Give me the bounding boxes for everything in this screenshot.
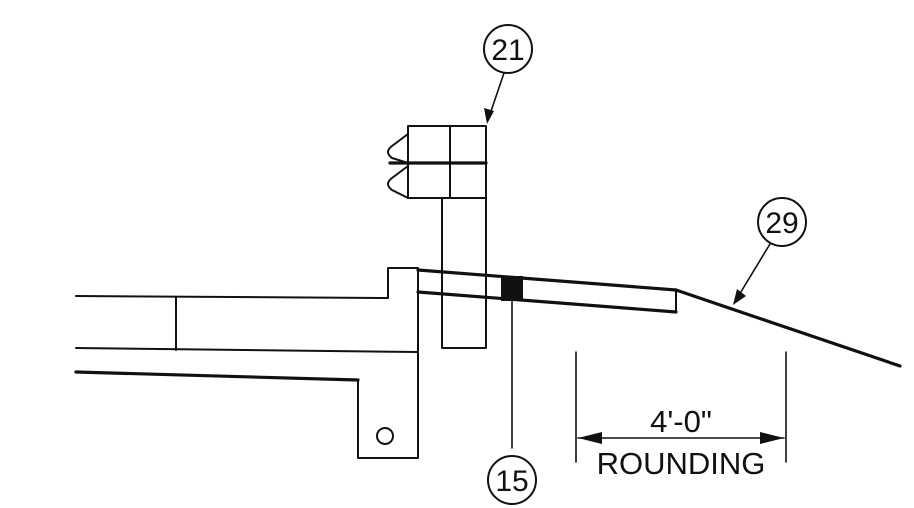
spacer-block <box>501 276 523 301</box>
callout-29: 29 <box>733 197 807 305</box>
roadway-lines <box>74 295 419 382</box>
callout-29-arrowhead <box>733 289 746 305</box>
sloped-rail <box>416 268 678 449</box>
slope-line <box>674 288 902 368</box>
dim-arrow-right <box>760 432 784 444</box>
dim-arrow-left <box>578 432 602 444</box>
callout-21-label: 21 <box>491 34 524 67</box>
callout-21: 21 <box>483 24 533 124</box>
rounding-dimension: 4'-0" ROUNDING <box>575 351 787 481</box>
callout-15-label: 15 <box>495 465 528 498</box>
callout-29-label: 29 <box>765 207 798 240</box>
callout-21-arrowhead <box>484 108 494 124</box>
barrier-block <box>357 267 419 459</box>
dimension-label: ROUNDING <box>597 446 766 481</box>
post-assembly <box>387 125 488 349</box>
dimension-value: 4'-0" <box>650 404 712 439</box>
anchor-hole <box>376 427 394 445</box>
callout-15: 15 <box>487 455 537 505</box>
